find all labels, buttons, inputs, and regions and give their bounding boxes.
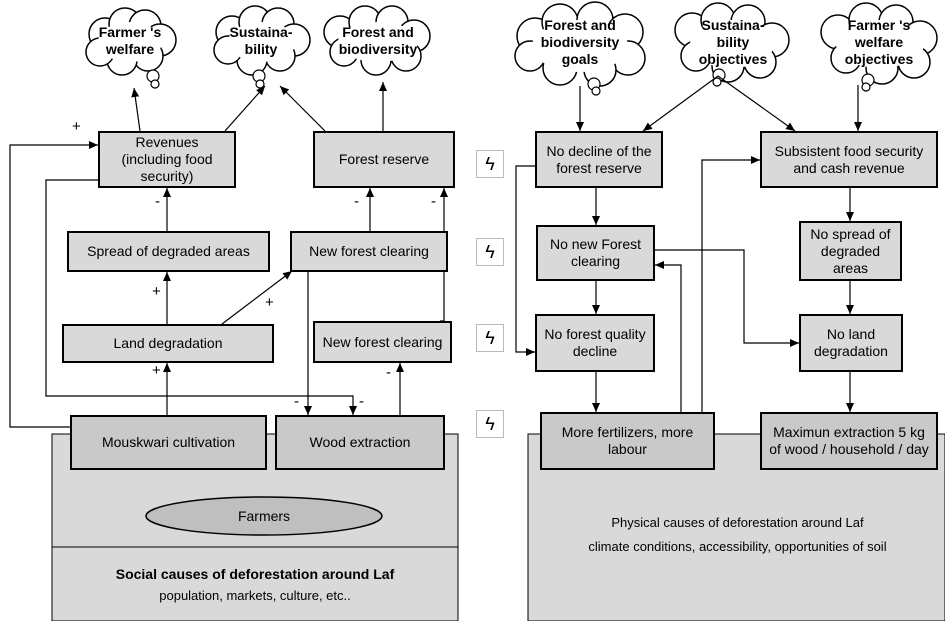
sign-minus: - [354, 193, 359, 210]
node-no-spread: No spread of degraded areas [799, 221, 902, 281]
node-wood-extraction: Wood extraction [275, 415, 445, 470]
cloud-forest-goals [514, 1, 646, 87]
lightning-bolt-icon: ϟ [476, 410, 504, 438]
sign-minus: - [386, 364, 391, 381]
sign-minus: - [294, 393, 299, 410]
node-forest-reserve: Forest reserve [313, 131, 455, 188]
node-more-fertilizers: More fertilizers, more labour [540, 412, 715, 470]
node-new-clearing-top: New forest clearing [290, 231, 448, 272]
node-maximum-extraction: Maximun extraction 5 kg of wood / househ… [760, 412, 938, 470]
cloud-sustainability-objectives [674, 2, 790, 83]
goal-farmer-welfare-objectives: Farmer 's welfare objectives [844, 17, 914, 67]
node-land-degradation: Land degradation [62, 324, 274, 363]
goal-farmer-welfare: Farmer 's welfare [98, 24, 162, 57]
sign-minus: - [359, 393, 364, 410]
sign-plus: + [265, 294, 274, 311]
node-no-quality-decline: No forest quality decline [535, 314, 655, 372]
farmers-label: Farmers [237, 508, 291, 524]
sign-plus: + [72, 118, 81, 135]
node-spread-degraded: Spread of degraded areas [67, 231, 270, 272]
goal-forest-biodiversity: Forest and biodiversity [338, 24, 418, 57]
sign-minus: - [155, 193, 160, 210]
cloud-farmer-objectives [820, 2, 938, 85]
physical-causes-title: Physical causes of deforestation around … [611, 515, 864, 530]
sign-minus: - [431, 193, 436, 210]
lightning-bolt-icon: ϟ [476, 324, 504, 352]
physical-causes-sub: climate conditions, accessibility, oppor… [588, 539, 887, 554]
goal-sustainability: Sustaina-bility [229, 24, 293, 57]
node-revenues: Revenues (including food security) [98, 131, 236, 188]
node-subsistent: Subsistent food security and cash revenu… [760, 131, 938, 188]
lightning-bolt-icon: ϟ [476, 150, 504, 178]
node-new-clearing-bottom: New forest clearing [313, 321, 452, 363]
cloud-farmer-welfare [85, 7, 177, 76]
node-no-land-degradation: No land degradation [799, 314, 903, 372]
cloud-sustainability [213, 5, 311, 76]
cloud-forest-biodiversity [323, 5, 431, 76]
node-no-new-clearing: No new Forest clearing [536, 225, 655, 281]
sign-plus: + [152, 362, 161, 379]
social-causes-sub: population, markets, culture, etc.. [159, 588, 351, 603]
lightning-bolt-icon: ϟ [476, 238, 504, 266]
goal-forest-biodiversity-right: Forest and biodiversity goals [540, 17, 620, 67]
farmers-ellipse [145, 496, 383, 536]
social-causes-title: Social causes of deforestation around La… [115, 566, 395, 582]
node-no-decline: No decline of the forest reserve [535, 131, 663, 188]
sign-plus: + [152, 283, 161, 300]
node-mouskwari: Mouskwari cultivation [70, 415, 267, 470]
goal-sustainability-objectives: Sustaina-bility objectives [698, 17, 768, 67]
